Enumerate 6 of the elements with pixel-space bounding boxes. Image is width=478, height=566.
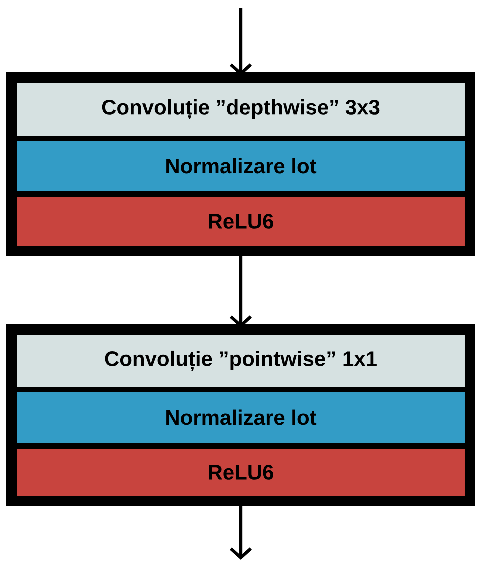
layer-row: Normalizare lot bbox=[17, 392, 465, 443]
layer-row: Normalizare lot bbox=[17, 141, 465, 191]
layer-row: ReLU6 bbox=[17, 197, 465, 246]
layer-row: Convoluție ”depthwise” 3x3 bbox=[17, 83, 465, 136]
layer-row: ReLU6 bbox=[17, 449, 465, 496]
layer-row: Convoluție ”pointwise” 1x1 bbox=[17, 335, 465, 387]
